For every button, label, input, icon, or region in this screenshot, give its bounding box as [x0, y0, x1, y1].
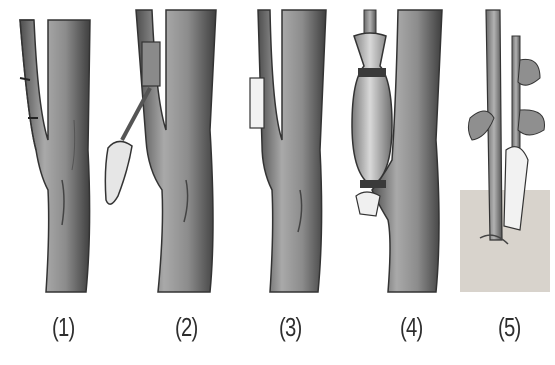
bag-tie-top	[358, 68, 386, 77]
bag-tie-bottom	[360, 180, 386, 188]
panel-4-label: (4)	[400, 312, 422, 343]
panel-4-bagged-branch	[352, 10, 442, 292]
panel-3-label: (3)	[279, 312, 301, 343]
panel-3-ringed-branch	[250, 10, 326, 292]
panel-5-planted	[460, 10, 550, 292]
plastic-bag	[352, 33, 392, 186]
panel-5-label: (5)	[498, 312, 520, 343]
leaf	[518, 59, 540, 85]
exposed-wood-ring	[250, 78, 264, 128]
panel-2-label: (2)	[175, 312, 197, 343]
peeled-bark-strip	[142, 42, 160, 86]
panel-2-peeling	[105, 10, 216, 292]
hand-icon	[105, 141, 132, 204]
leaf	[518, 110, 545, 135]
panel-1-trunk	[20, 20, 90, 292]
panel-1-label: (1)	[52, 312, 74, 343]
